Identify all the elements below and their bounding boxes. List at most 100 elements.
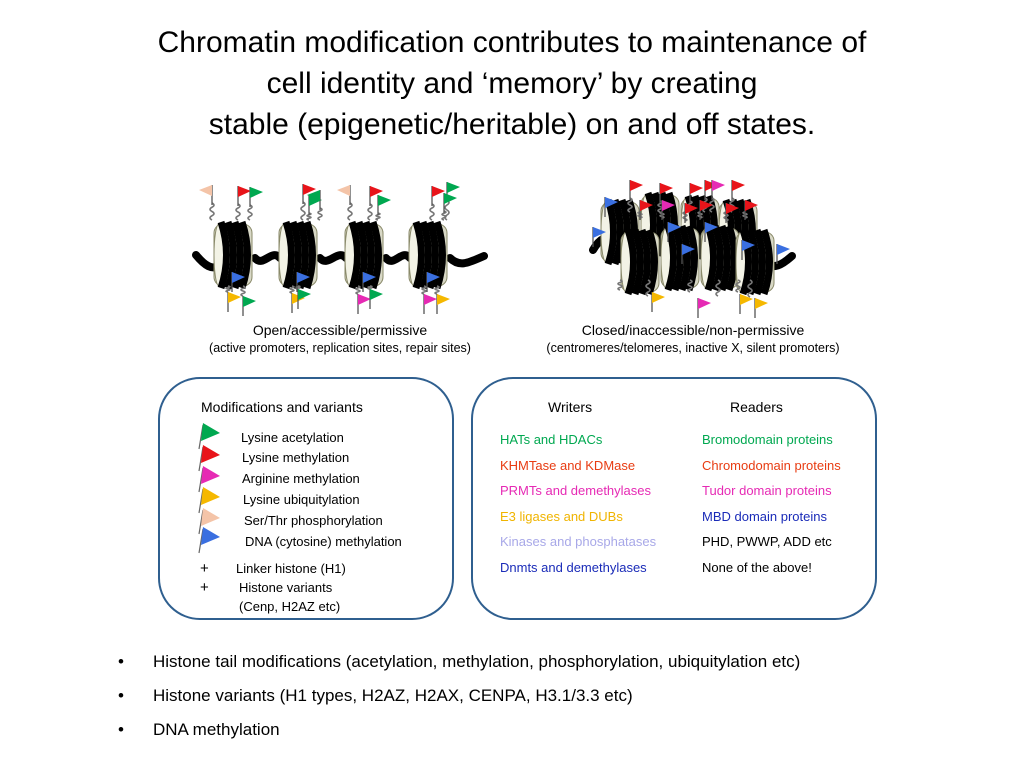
bullet-dot: • — [118, 720, 124, 739]
modification-flag — [303, 184, 316, 195]
open-state-caption: Open/accessible/permissive (active promo… — [190, 321, 490, 357]
dna-wrap — [760, 228, 773, 296]
dna-wrap — [604, 198, 617, 266]
modification-flag — [662, 200, 675, 211]
reader-label: MBD domain proteins — [702, 508, 827, 524]
dna-methylation-flag — [297, 272, 310, 283]
modification-flag — [640, 200, 653, 211]
mod-label-ubiquitylation: Lysine ubiquitylation — [243, 492, 360, 507]
dna-wrap — [685, 224, 698, 292]
dna-wrap — [739, 228, 752, 296]
dna-methylation-flag — [232, 272, 245, 283]
histone-tail — [225, 285, 231, 293]
modification-flag — [228, 292, 241, 303]
dna-methylation-flag — [427, 272, 440, 283]
reader-label: Tudor domain proteins — [702, 483, 832, 499]
dna-wrap — [426, 220, 439, 290]
dna-methylation-flag — [777, 244, 790, 255]
dna-wrap — [355, 220, 368, 290]
dna-wrap — [631, 228, 644, 296]
histone-tail — [247, 204, 253, 221]
modification-flag — [370, 186, 383, 197]
modification-flag — [630, 180, 643, 191]
bullet-dot: • — [118, 686, 124, 705]
modification-flag — [307, 190, 320, 201]
readers-heading: Readers — [730, 399, 783, 415]
histone-tail — [317, 207, 323, 221]
modification-flag — [238, 186, 251, 197]
modification-flag — [432, 186, 445, 197]
histone-tail — [235, 203, 241, 221]
bullet-dot: • — [118, 652, 124, 671]
title-line-2: cell identity and ‘memory’ by creating — [266, 67, 758, 100]
linker-dna — [316, 251, 350, 265]
reader-label: Bromodomain proteins — [702, 432, 833, 447]
modification-flag — [243, 296, 256, 307]
legend-flag-pole — [198, 488, 204, 514]
closed-state-label: Closed/inaccessible/non-permissive — [581, 322, 805, 338]
reader-label: PHD, PWWP, ADD etc — [702, 534, 832, 550]
histone-tail — [347, 202, 353, 221]
dna-wrap — [725, 224, 738, 292]
extra-variants-note: (Cenp, H2AZ etc) — [239, 599, 341, 614]
histone-tail — [627, 197, 633, 213]
title-line-3: stable (epigenetic/heritable) on and off… — [208, 108, 816, 141]
modification-flag — [685, 203, 698, 214]
writers-readers-box — [471, 377, 877, 620]
dna-wrap — [638, 228, 651, 296]
mod-label-phosphorylation: Ser/Thr phosphorylation — [244, 513, 383, 528]
dna-wrap — [433, 220, 446, 290]
closed-state-sublabel: (centromeres/telomeres, inactive X, sile… — [546, 341, 840, 355]
legend-flag-pole — [198, 467, 204, 493]
legend-flag — [201, 487, 220, 505]
modification-flag — [652, 292, 665, 303]
bullet-text: DNA methylation — [153, 720, 280, 739]
dna-wrap — [362, 220, 375, 290]
dna-wrap — [419, 220, 432, 290]
modification-flag — [444, 193, 457, 204]
modification-flag — [250, 187, 263, 198]
histone-tail — [434, 285, 440, 295]
dna-wrap — [412, 220, 425, 290]
histone-tail — [300, 201, 306, 221]
dna-wrap — [303, 220, 316, 290]
bullet-text: Histone tail modifications (acetylation,… — [153, 652, 801, 671]
writer-label: Kinases and phosphatases — [500, 534, 657, 550]
modification-flag — [337, 185, 350, 196]
modifications-box — [158, 377, 454, 620]
modification-flag — [309, 195, 322, 206]
open-state-label: Open/accessible/permissive — [252, 322, 428, 338]
histone-tail — [735, 279, 741, 293]
modification-flag — [700, 200, 713, 211]
dna-wrap — [624, 228, 637, 296]
modification-flag — [298, 289, 311, 300]
dna-wrap — [704, 224, 717, 292]
dna-wrap — [611, 198, 624, 266]
legend-flag — [201, 527, 220, 545]
dna-wrap — [369, 220, 382, 290]
histone-tail — [367, 285, 373, 290]
modifications-heading: Modifications and variants — [201, 399, 363, 415]
title-line-1: Chromatin modification contributes to ma… — [157, 26, 867, 59]
dna-methylation-flag — [593, 227, 606, 238]
modification-flag — [698, 298, 711, 309]
reader-label: Chromodomain proteins — [702, 457, 841, 473]
mod-label-acetylation: Lysine acetylation — [241, 430, 344, 445]
dna-methylation-flag — [363, 272, 376, 283]
histone-tail — [355, 285, 361, 295]
histone-tail — [306, 212, 312, 221]
histone-tail — [715, 279, 721, 297]
modification-flag — [755, 298, 768, 309]
dna-wrap — [217, 220, 230, 290]
dna-wrap — [282, 220, 295, 290]
modification-flag — [199, 185, 212, 196]
dna-wrap — [671, 224, 684, 292]
reader-label: None of the above! — [702, 560, 812, 575]
histone-tail — [240, 285, 246, 297]
legend-flag — [201, 423, 220, 441]
modification-flag — [378, 195, 391, 206]
histone-tail — [687, 279, 693, 293]
histone-tail — [367, 203, 373, 221]
dna-wrap — [645, 228, 658, 296]
linker-dna — [251, 251, 284, 265]
